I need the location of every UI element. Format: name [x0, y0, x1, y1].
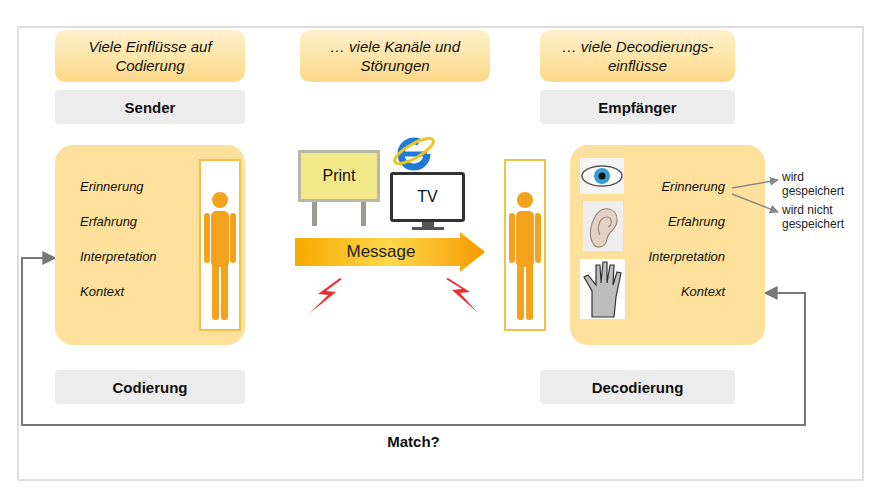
role-label-box: Empfänger	[540, 90, 735, 124]
storage-arrows	[732, 180, 778, 212]
process-label-box: Codierung	[55, 370, 245, 404]
node-text: Interpretation	[570, 249, 725, 265]
process-label-box: Decodierung	[540, 370, 735, 404]
node-text: … viele Decodierungs- einflüsse	[552, 37, 723, 75]
eye-icon	[580, 158, 624, 194]
node-text: Erfahrung	[80, 214, 245, 230]
influence-box: … viele Decodierungs- einflüsse	[540, 30, 735, 82]
influence-box: Viele Einflüsse auf Codierung	[55, 30, 245, 82]
node-text: Sender	[125, 99, 176, 116]
tv-stand	[412, 222, 444, 230]
influence-box: … viele Kanäle und Störungen	[300, 30, 490, 82]
role-label-box: Sender	[55, 90, 245, 124]
receiver-figure	[505, 160, 545, 330]
node-text: Erinnerung	[570, 179, 725, 195]
node-text: … viele Kanäle und Störungen	[312, 37, 478, 75]
node-text: Erfahrung	[570, 214, 725, 230]
browser-logo	[391, 134, 436, 168]
node-text: Kontext	[570, 284, 725, 300]
node-text: Interpretation	[80, 249, 245, 265]
ear-icon	[583, 201, 623, 251]
senses-layer	[570, 145, 765, 345]
message-arrow: Message	[295, 232, 485, 272]
figure-frame	[200, 160, 240, 330]
print-sign-posts	[312, 202, 366, 226]
node-text: Kontext	[80, 284, 245, 300]
figure-frame	[505, 160, 545, 330]
node-text: Viele Einflüsse auf Codierung	[67, 37, 233, 75]
storage-note: wird gespeichert	[782, 170, 858, 198]
outer-frame	[18, 27, 863, 480]
person-icon	[204, 192, 236, 320]
noise-bolts	[310, 278, 478, 313]
edge-label: Match?	[383, 433, 444, 450]
figure-layer	[55, 145, 245, 345]
node-text: Print	[323, 167, 356, 185]
receiver-box: ErinnerungErfahrungInterpretationKontext	[570, 145, 765, 345]
sender-figure	[200, 160, 240, 330]
person-icon	[509, 192, 541, 320]
node-text: Empfänger	[598, 99, 676, 116]
sender-box: ErinnerungErfahrungInterpretationKontext	[55, 145, 245, 345]
storage-note: wird nicht gespeichert	[782, 203, 858, 231]
node-text: Codierung	[113, 379, 188, 396]
node-text: Message	[347, 242, 416, 262]
node-text: TV	[417, 188, 437, 206]
node-text: Decodierung	[592, 379, 684, 396]
print-sign: Print	[298, 150, 380, 202]
hand-icon	[580, 259, 625, 319]
node-text: Erinnerung	[80, 179, 245, 195]
tv-screen: TV	[390, 172, 465, 222]
